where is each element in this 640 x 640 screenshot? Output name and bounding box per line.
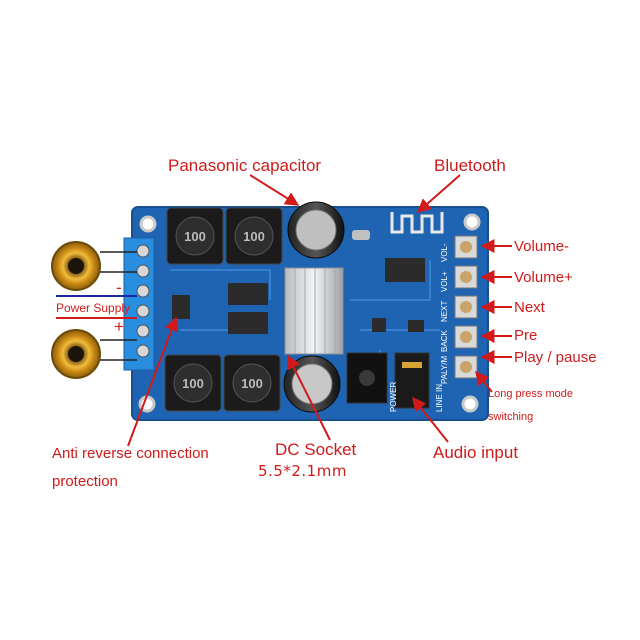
terminal-screws xyxy=(136,244,150,358)
label-long-press-2: switching xyxy=(488,411,534,423)
label-volume-minus: Volume- xyxy=(514,238,570,255)
label-power-supply: Power Supply xyxy=(56,301,131,315)
inductor-code-2: 100 xyxy=(243,229,265,244)
smd-components xyxy=(172,258,425,334)
inductors xyxy=(164,207,283,412)
label-pre: Pre xyxy=(514,327,538,344)
arrow-audio xyxy=(412,396,449,443)
label-dc-socket-2: 5.5*2.1mm xyxy=(258,462,347,480)
label-next: Next xyxy=(514,299,545,316)
arrow-long-press xyxy=(475,370,493,393)
capacitor-top xyxy=(287,201,345,259)
label-anti-reverse-2: protection xyxy=(52,473,118,490)
heatsink-fins xyxy=(294,268,336,354)
label-play-pause: Play / pause xyxy=(514,349,597,366)
bluetooth-antenna xyxy=(390,212,444,234)
arrow-panasonic xyxy=(249,174,300,206)
label-long-press-1: Long press mode xyxy=(488,388,573,400)
silk-paly: PALY/M xyxy=(440,356,449,384)
arrow-dc-socket xyxy=(287,354,331,441)
label-audio-input: Audio input xyxy=(433,443,519,462)
silk-next: NEXT xyxy=(440,301,449,322)
silk-vol-minus: VOL- xyxy=(440,243,449,262)
annotation-arrows xyxy=(127,174,512,447)
arrow-anti-reverse xyxy=(127,316,179,447)
inductor-code-4: 100 xyxy=(241,376,263,391)
label-bluetooth: Bluetooth xyxy=(434,156,506,175)
audio-jack xyxy=(394,352,430,409)
silk-back: BACK xyxy=(440,330,449,352)
label-minus-sign: - xyxy=(116,278,122,297)
dc-socket-hole xyxy=(359,370,375,386)
silk-vol-plus: VOL+ xyxy=(440,271,449,292)
label-anti-reverse-1: Anti reverse connection xyxy=(52,445,209,462)
speaker-top-icon xyxy=(51,241,101,291)
push-buttons xyxy=(454,235,478,379)
arrow-bluetooth xyxy=(416,174,461,213)
speaker-wires xyxy=(100,251,137,361)
label-volume-plus: Volume+ xyxy=(514,269,573,286)
label-dc-socket-1: DC Socket xyxy=(275,440,357,459)
inductor-code-1: 100 xyxy=(184,229,206,244)
silk-line-in: LINE IN xyxy=(435,384,444,412)
label-plus-sign: + xyxy=(114,317,124,336)
inductor-code-3: 100 xyxy=(182,376,204,391)
silk-power: POWER xyxy=(389,382,398,412)
audio-jack-pins xyxy=(402,362,422,368)
heatsink xyxy=(284,267,344,355)
crystal xyxy=(352,230,370,240)
speaker-bottom-icon xyxy=(51,329,101,379)
label-panasonic-capacitor: Panasonic capacitor xyxy=(168,156,322,175)
